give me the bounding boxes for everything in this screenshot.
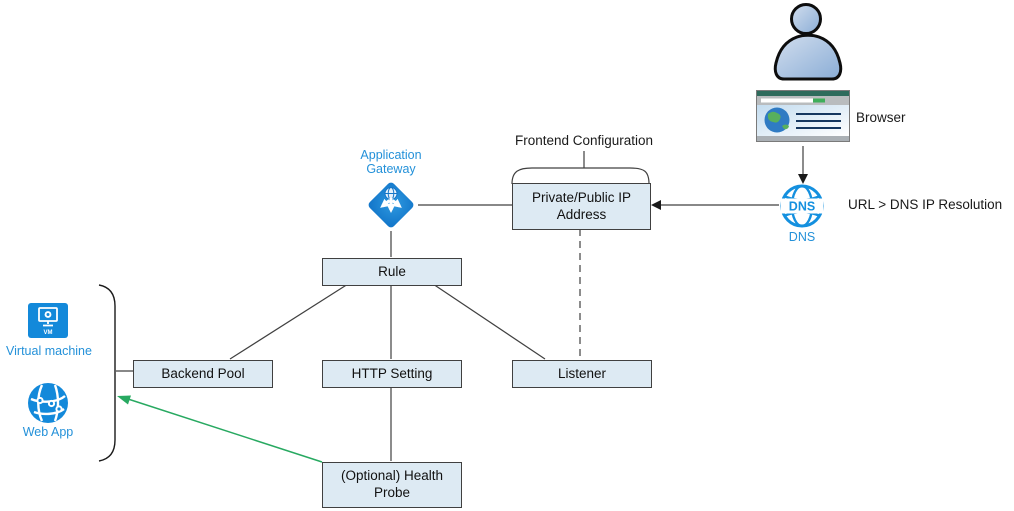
virtual-machine-icon: VM: [28, 303, 68, 338]
frontend-configuration-label: Frontend Configuration: [514, 133, 654, 148]
dns-label: DNS: [788, 230, 816, 244]
browser-window-icon: [756, 90, 850, 142]
application-gateway-icon: [363, 177, 419, 233]
private-public-ip-box: Private/Public IP Address: [512, 183, 651, 230]
frontend-config-bracket: [511, 167, 650, 185]
green-health-probe-line: [127, 398, 323, 463]
web-app-icon: [27, 382, 69, 424]
browser-label: Browser: [856, 110, 906, 125]
vm-icon-text: VM: [44, 330, 53, 336]
web-app-label: Web App: [22, 425, 74, 439]
virtual-machine-label: Virtual machine: [6, 344, 92, 358]
dns-resolution-caption: URL > DNS IP Resolution: [848, 197, 1003, 212]
dns-globe-icon: DNS: [779, 183, 825, 229]
application-gateway-label: Application Gateway: [360, 148, 422, 177]
line-rule-to-backend-pool: [229, 283, 349, 360]
health-probe-box: (Optional) Health Probe: [322, 462, 462, 508]
rule-box: Rule: [322, 258, 462, 286]
http-setting-box: HTTP Setting: [322, 360, 462, 388]
backend-pool-box: Backend Pool: [133, 360, 273, 388]
listener-box: Listener: [512, 360, 652, 388]
line-rule-to-listener: [432, 283, 546, 360]
arrowhead-into-dns: [798, 174, 808, 184]
gateway-arrow-right: [391, 198, 402, 208]
dns-icon-text: DNS: [789, 200, 815, 214]
arrowhead-into-ip-box: [651, 200, 661, 210]
green-health-probe-arrowhead: [117, 395, 131, 405]
user-person-icon: [772, 2, 844, 82]
backend-group-brace: [98, 284, 116, 462]
gateway-arrow-left: [380, 198, 391, 208]
